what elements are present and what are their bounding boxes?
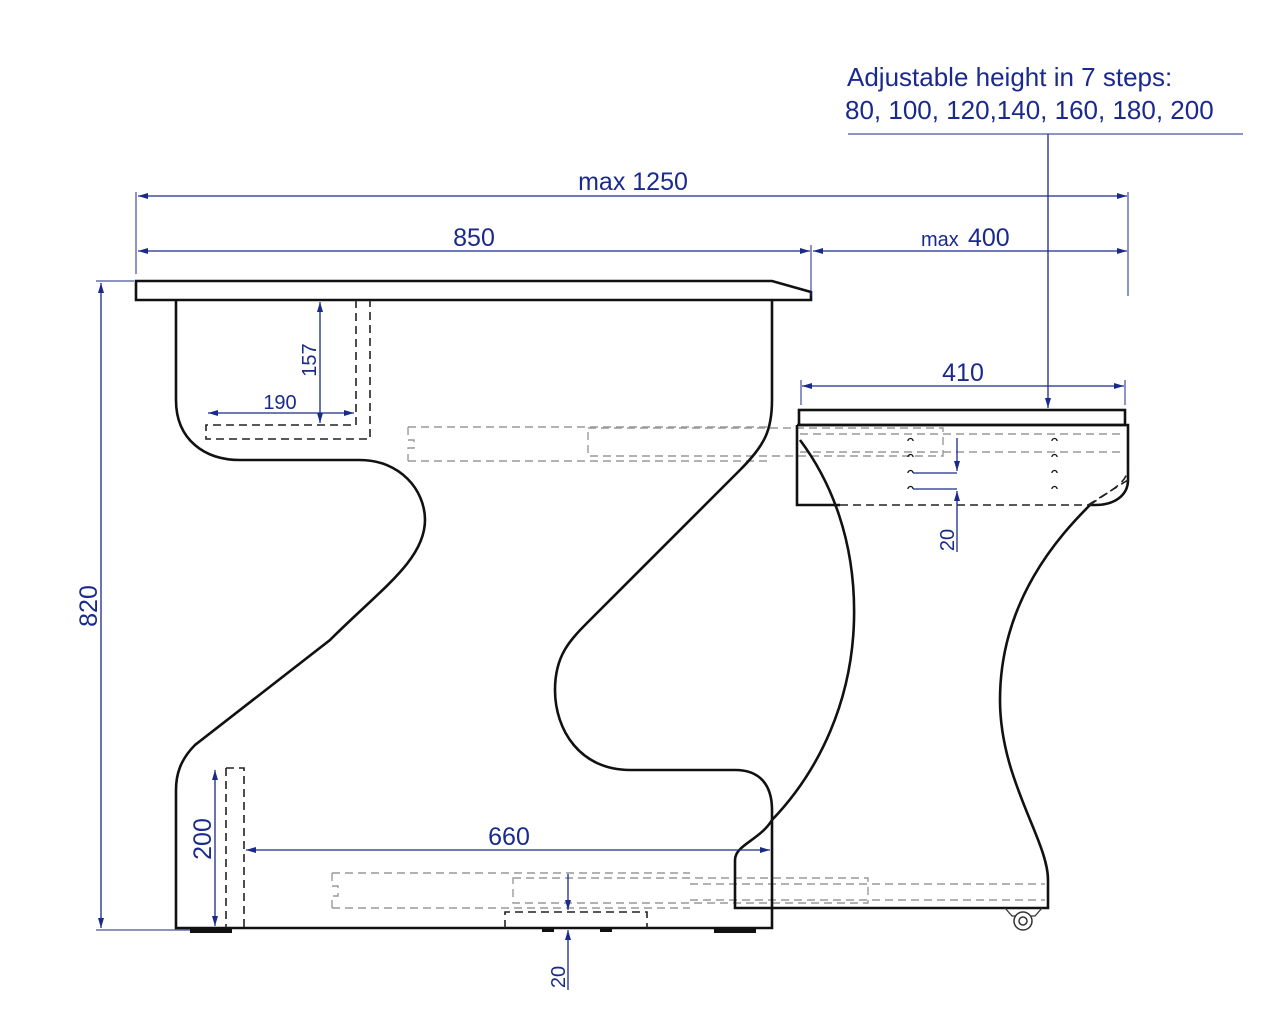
note-line-1: Adjustable height in 7 steps: xyxy=(847,62,1172,92)
dim-desk-width: 850 xyxy=(453,224,495,252)
desk-body xyxy=(174,300,774,930)
note-line-2: 80, 100, 120,140, 160, 180, 200 xyxy=(845,95,1214,125)
dim-step: 20 xyxy=(937,529,959,551)
dim-total-width: max 1250 xyxy=(578,168,688,196)
foot-pad xyxy=(190,928,232,933)
adjustment-holes xyxy=(907,437,1058,490)
dim-base-depth: 660 xyxy=(488,823,530,851)
dim-extension-value: 400 xyxy=(968,224,1010,252)
dim-floor-gap: 20 xyxy=(548,966,570,988)
dim-return-width: 410 xyxy=(942,359,984,387)
dim-height: 820 xyxy=(75,585,103,627)
return-unit xyxy=(733,408,1130,931)
dim-shelf-depth: 190 xyxy=(263,392,296,414)
desk-top xyxy=(134,279,813,302)
dim-shelf-height: 157 xyxy=(299,343,321,376)
dim-foot-height: 200 xyxy=(189,818,217,860)
caster-icon xyxy=(1004,907,1043,931)
dimension-lines xyxy=(96,133,1243,990)
foot-pad xyxy=(714,928,756,933)
dim-extension-prefix: max xyxy=(921,229,959,251)
return-top xyxy=(797,408,1127,427)
dimension-labels: Adjustable height in 7 steps: 80, 100, 1… xyxy=(75,62,1214,988)
main-desk xyxy=(134,279,813,933)
hidden-rails xyxy=(331,426,1122,909)
